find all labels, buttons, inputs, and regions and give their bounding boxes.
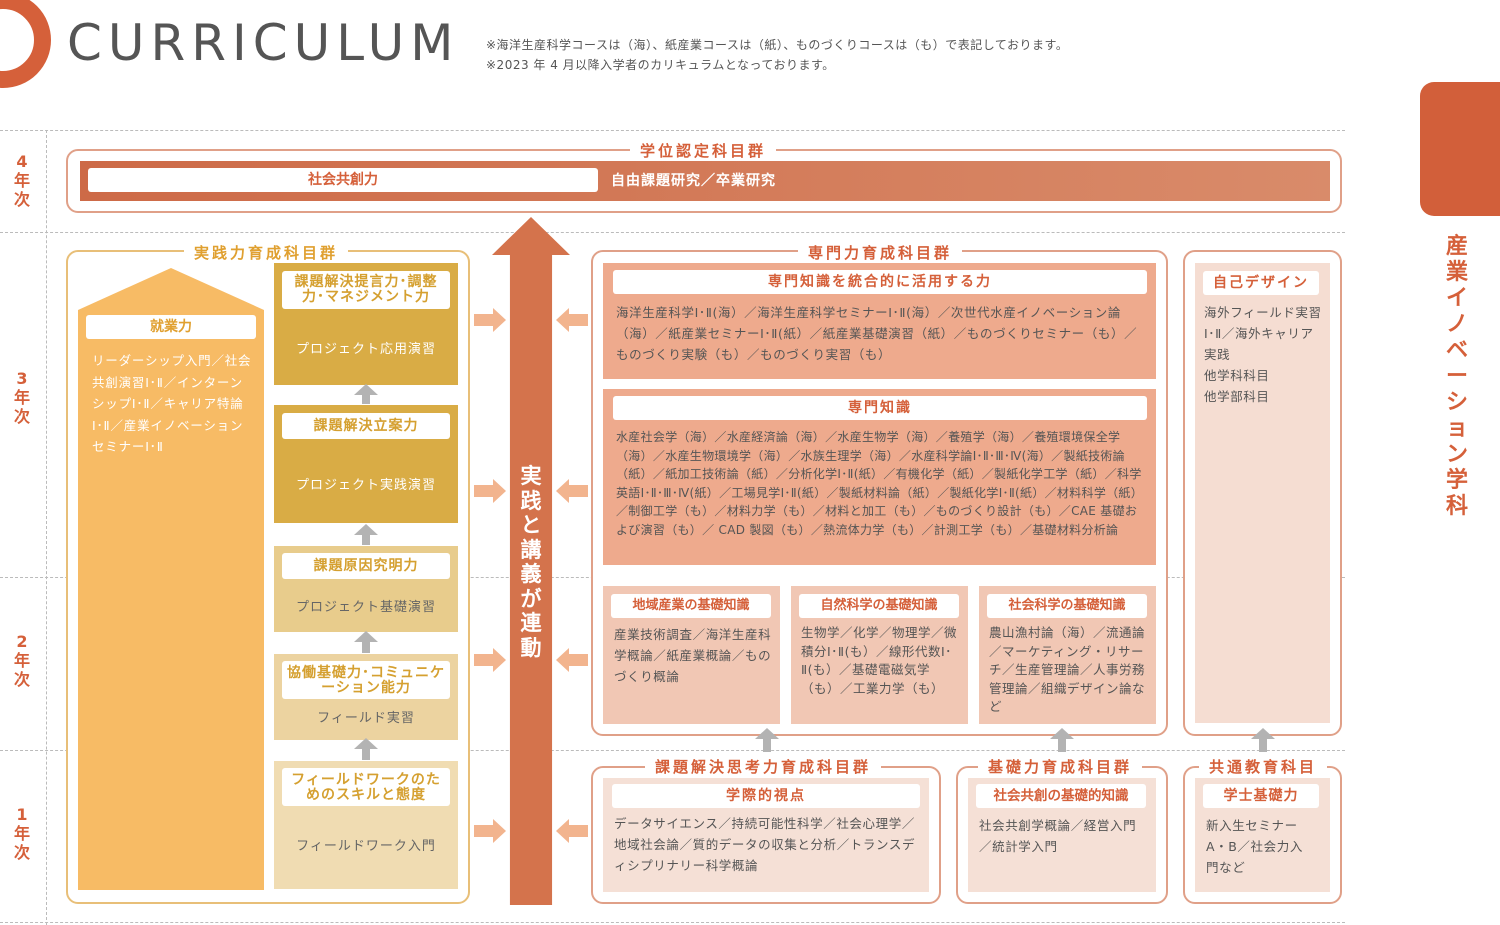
stage-title-investigation: 課題原因究明力 <box>282 553 450 579</box>
regional-industry-title: 地域産業の基礎知識 <box>611 594 771 618</box>
up-arrow-icon <box>354 524 378 535</box>
graduation-research-label: 自由課題研究／卒業研究 <box>611 173 776 189</box>
stage-course-basic: プロジェクト基礎演習 <box>295 600 436 615</box>
up-arrow-stem <box>1058 738 1066 752</box>
note-course-codes: ※海洋生産科学コースは（海）、紙産業コースは（紙）、ものづくりコースは（も）で表… <box>486 38 1069 52</box>
employability-title: 就業力 <box>86 315 256 339</box>
common-group-title: 共通教育科目 <box>1199 756 1328 777</box>
social-science-title: 社会科学の基礎知識 <box>987 594 1147 618</box>
stage-title-pill <box>282 271 450 309</box>
stage-title-fieldwork-skills: フィールドワークのためのスキルと態度 <box>291 772 441 803</box>
degree-group-title: 学位認定科目群 <box>630 140 777 161</box>
right-arrow-icon <box>474 308 506 332</box>
knowledge-courses: 水産社会学（海）／水産経済論（海）／水産生物学（海）／養殖学（海）／養殖環境保全… <box>616 430 1144 537</box>
up-arrow-stem <box>362 641 370 653</box>
stage-title-planning: 課題解決立案力 <box>282 413 450 439</box>
up-arrow-stem <box>362 394 370 404</box>
natural-science-title: 自然科学の基礎知識 <box>799 594 959 618</box>
knowledge-title: 専門知識 <box>613 396 1147 420</box>
center-arrow-label: 実践と講義が連動 <box>520 464 542 660</box>
integrated-courses: 海洋生産科学Ⅰ･Ⅱ(海）／海洋生産科学セミナーⅠ･Ⅱ(海）／次世代水産イノベーシ… <box>616 305 1138 362</box>
cocreation-basics-title: 社会共創の基礎的知識 <box>976 784 1146 808</box>
basic-group-title: 基礎力育成科目群 <box>978 756 1143 777</box>
integrated-title: 専門知識を統合的に活用する力 <box>613 270 1147 294</box>
up-arrow-icon <box>1050 728 1074 739</box>
grid-line <box>0 130 1345 131</box>
department-title: 産業イノベーション学科 <box>1445 234 1468 519</box>
left-arrow-icon <box>556 648 588 672</box>
problem-solving-group-title: 課題解決思考力育成科目群 <box>645 756 882 777</box>
employability-courses: リーダーシップ入門／社会共創演習Ⅰ･Ⅱ／インターンシップⅠ･Ⅱ／キャリア特論Ⅰ･… <box>92 353 252 454</box>
department-tab <box>1420 82 1500 216</box>
left-arrow-icon <box>556 819 588 843</box>
stage-course-fieldwork-intro: フィールドワーク入門 <box>296 839 436 854</box>
up-arrow-stem <box>362 748 370 760</box>
social-cocreation-pill: 社会共創力 <box>88 168 598 192</box>
practice-group-title: 実践力育成科目群 <box>184 242 349 263</box>
stage-course-applied: プロジェクト応用演習 <box>295 342 436 357</box>
right-arrow-icon <box>474 648 506 672</box>
self-design-courses: 海外フィールド実習Ⅰ･Ⅱ／海外キャリア実践 他学科科目 他学部科目 <box>1204 305 1322 404</box>
page-title: CURRICULUM <box>67 14 460 72</box>
stage-title-pill <box>282 661 450 699</box>
cocreation-basics-courses: 社会共創学概論／経営入門／統計学入門 <box>979 818 1137 854</box>
grid-line <box>0 750 1345 751</box>
left-arrow-icon <box>556 479 588 503</box>
grid-line <box>0 922 1345 923</box>
self-design-box <box>1195 263 1330 723</box>
grid-line <box>0 232 1345 233</box>
note-admission-year: ※2023 年 4 月以降入学者のカリキュラムとなっております。 <box>486 58 835 72</box>
stage-title-collaboration: 協働基礎力･コミュニケーション能力 <box>287 665 445 696</box>
up-arrow-icon <box>354 384 378 395</box>
social-science-courses: 農山漁村論（海）／流通論／マーケティング・リサーチ／生産管理論／人事労務管理論／… <box>989 625 1146 715</box>
natural-science-courses: 生物学／化学／物理学／微積分Ⅰ･Ⅱ(も）／線形代数Ⅰ･Ⅱ(も）／基礎電磁気学（も… <box>801 625 958 696</box>
up-arrow-icon <box>354 738 378 749</box>
specialty-group-title: 専門力育成科目群 <box>798 242 963 263</box>
up-arrow-icon <box>1251 728 1275 739</box>
up-arrow-icon <box>354 631 378 642</box>
up-arrow-stem <box>362 534 370 545</box>
self-design-title: 自己デザイン <box>1203 271 1319 295</box>
up-arrow-stem <box>763 738 771 752</box>
left-arrow-icon <box>556 308 588 332</box>
employability-block <box>78 268 264 890</box>
up-arrow-icon <box>755 728 779 739</box>
up-arrow-stem <box>1259 738 1267 752</box>
stage-title-pill <box>282 768 450 806</box>
bachelor-basics-title: 学士基礎力 <box>1203 784 1319 808</box>
bachelor-basics-courses: 新入生セミナーA・B／社会力入門など <box>1206 818 1303 875</box>
interdisciplinary-title: 学際的視点 <box>612 784 920 808</box>
grid-divider <box>46 130 47 925</box>
regional-industry-courses: 産業技術調査／海洋生産科学概論／紙産業概論／ものづくり概論 <box>614 627 772 684</box>
right-arrow-icon <box>474 819 506 843</box>
stage-title-management: 課題解決提言力･調整力･マネジメント力 <box>294 274 438 305</box>
stage-course-practice: プロジェクト実践演習 <box>295 478 436 493</box>
right-arrow-icon <box>474 479 506 503</box>
stage-course-field: フィールド実習 <box>317 711 415 726</box>
interdisciplinary-courses: データサイエンス／持続可能性科学／社会心理学／地域社会論／質的データの収集と分析… <box>614 816 916 873</box>
logo-circle <box>0 0 51 88</box>
